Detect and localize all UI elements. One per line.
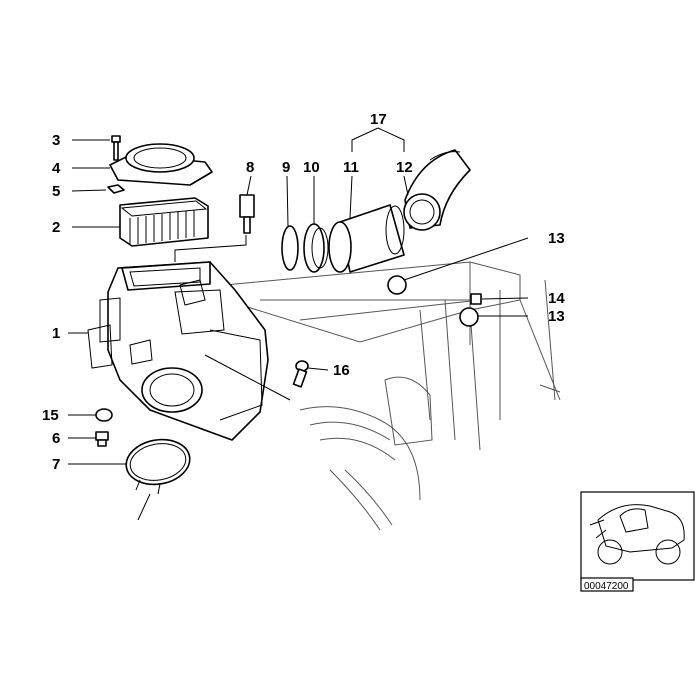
callout-13-lower: 13 [548, 308, 565, 325]
air-filter-element [119, 197, 209, 247]
nipple-6 [95, 431, 109, 447]
grommet-13-lower [459, 307, 479, 327]
callout-16: 16 [333, 362, 350, 379]
grommet-13-upper [387, 275, 407, 295]
intake-pipe-11 [328, 204, 405, 273]
callout-17: 17 [370, 111, 387, 128]
clip-14 [470, 293, 482, 305]
filter-cover-flange [109, 143, 213, 186]
callout-6: 6 [52, 430, 60, 447]
inset-code: 00047200 [584, 581, 629, 592]
screw-3 [111, 135, 121, 161]
frame-background [224, 261, 561, 531]
callout-labels: 3 4 5 2 1 15 6 7 8 9 10 11 12 17 13 14 1… [42, 111, 565, 473]
callout-1: 1 [52, 325, 60, 342]
air-box-housing [87, 261, 269, 441]
motorcycle-inset: 00047200 [580, 491, 695, 592]
callout-2: 2 [52, 219, 60, 236]
callout-12: 12 [396, 159, 413, 176]
temperature-sensor [239, 194, 255, 234]
intake-snout [141, 367, 203, 413]
o-ring-15 [95, 408, 113, 422]
callout-8: 8 [246, 159, 254, 176]
callout-3: 3 [52, 132, 60, 149]
hose-clamp-9 [281, 225, 299, 271]
callout-7: 7 [52, 456, 60, 473]
callout-14: 14 [548, 290, 565, 307]
callout-4: 4 [52, 160, 61, 177]
rubber-sleeve-10 [303, 223, 329, 273]
callout-9: 9 [282, 159, 290, 176]
elbow-duct-12 [403, 149, 471, 231]
clamp-ring-7 [125, 438, 191, 495]
nut-5 [107, 184, 125, 194]
leader-lines [68, 127, 529, 521]
callout-11: 11 [343, 159, 359, 176]
callout-15: 15 [42, 407, 59, 424]
callout-13-upper: 13 [548, 230, 565, 247]
callout-5: 5 [52, 183, 60, 200]
callout-10: 10 [303, 159, 320, 176]
bolt-16 [292, 360, 309, 388]
